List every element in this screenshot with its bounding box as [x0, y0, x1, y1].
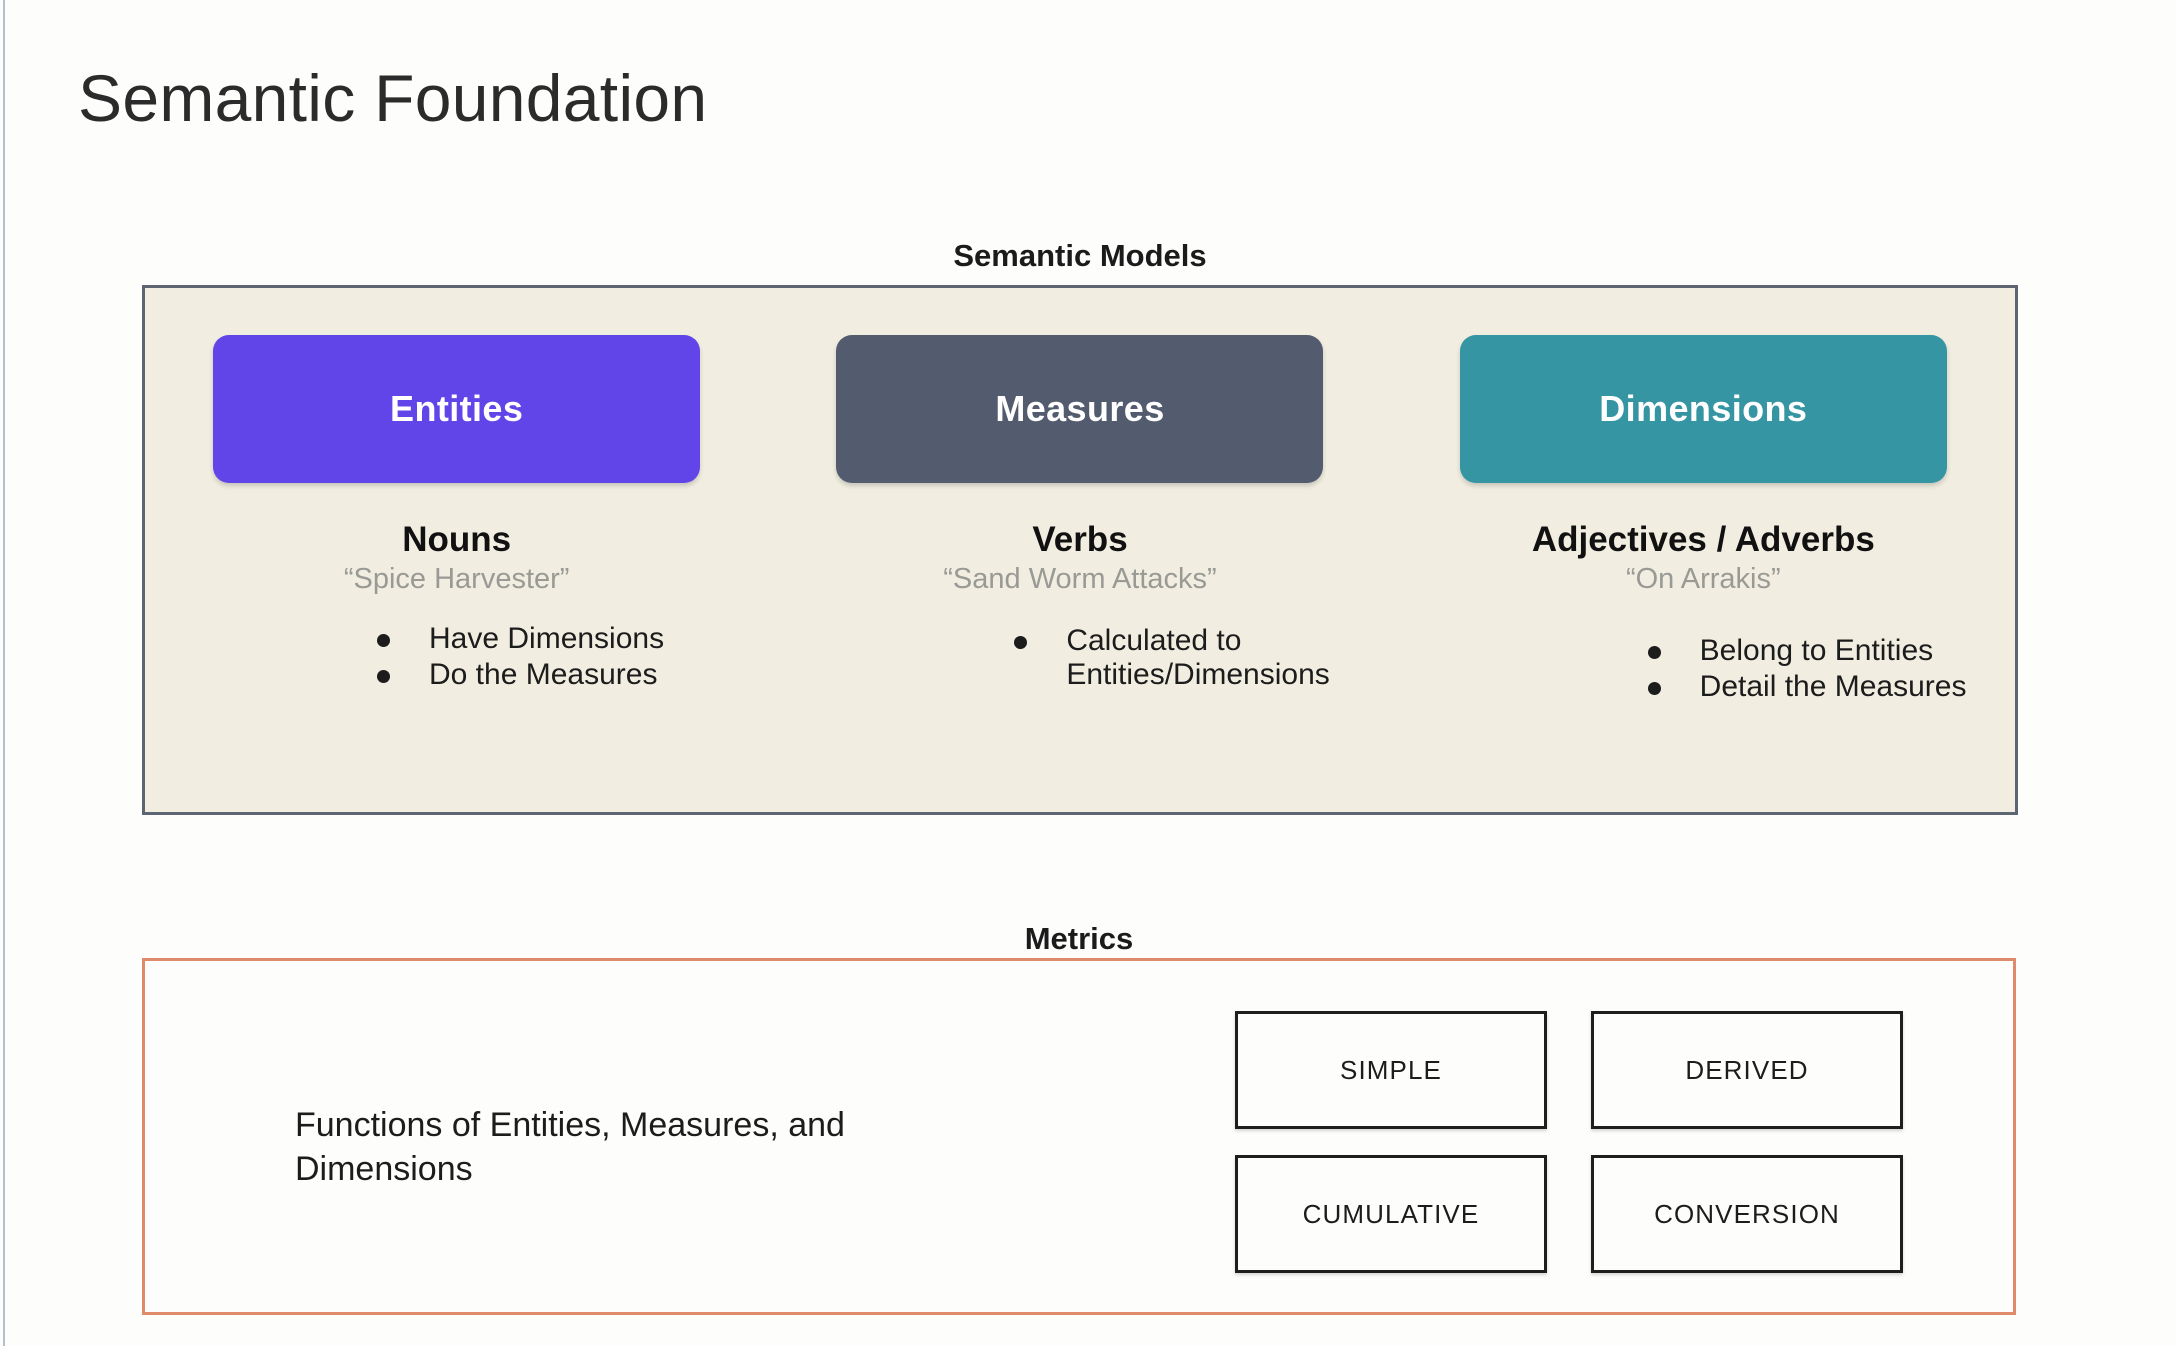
entities-pill[interactable]: Entities — [213, 335, 701, 483]
list-item-label: Belong to Entities — [1699, 633, 1934, 667]
dimensions-pill[interactable]: Dimensions — [1459, 335, 1947, 483]
metric-type-derived[interactable]: DERIVED — [1591, 1011, 1903, 1129]
metrics-panel: Functions of Entities, Measures, and Dim… — [142, 958, 2016, 1315]
measures-example: “Sand Worm Attacks” — [943, 562, 1217, 595]
bullet-dot-icon — [377, 669, 390, 683]
list-item-label: Have Dimensions — [429, 621, 665, 655]
metric-type-conversion[interactable]: CONVERSION — [1591, 1155, 1903, 1273]
semantic-models-panel: Entities Nouns “Spice Harvester” Have Di… — [142, 285, 2018, 815]
measures-bullet-list: Calculated to Entities/Dimensions — [768, 624, 1391, 694]
dimensions-example: “On Arrakis” — [1625, 562, 1781, 595]
bullet-dot-icon — [377, 633, 390, 647]
list-item-label: Do the Measures — [429, 657, 658, 691]
entities-example: “Spice Harvester” — [343, 562, 570, 595]
page-title: Semantic Foundation — [78, 61, 708, 135]
list-item: Have Dimensions — [353, 622, 768, 656]
list-item-label: Detail the Measures — [1699, 669, 1967, 703]
metrics-description: Functions of Entities, Measures, and Dim… — [295, 1106, 845, 1188]
semantic-models-caption: Semantic Models — [953, 238, 1207, 273]
list-item: Do the Measures — [353, 658, 768, 692]
bullet-dot-icon — [1647, 645, 1661, 659]
entities-part-of-speech: Nouns — [402, 520, 512, 559]
list-item: Calculated to Entities/Dimensions — [990, 624, 1391, 692]
measures-part-of-speech: Verbs — [1032, 520, 1128, 559]
semantic-column-measures: Measures Verbs “Sand Worm Attacks” Calcu… — [768, 288, 1391, 812]
semantic-column-entities: Entities Nouns “Spice Harvester” Have Di… — [145, 288, 768, 812]
list-item: Detail the Measures — [1624, 670, 2015, 704]
metric-type-cumulative[interactable]: CUMULATIVE — [1235, 1155, 1547, 1273]
list-item-label: Calculated to Entities/Dimensions — [1066, 623, 1330, 691]
dimensions-part-of-speech: Adjectives / Adverbs — [1531, 520, 1875, 559]
dimensions-bullet-list: Belong to Entities Detail the Measures — [1392, 634, 2015, 706]
metric-type-simple[interactable]: SIMPLE — [1235, 1011, 1547, 1129]
metric-type-grid: SIMPLE DERIVED CUMULATIVE CONVERSION — [1235, 1011, 1915, 1273]
left-edge-line — [3, 0, 5, 1346]
entities-bullet-list: Have Dimensions Do the Measures — [145, 622, 768, 694]
semantic-column-dimensions: Dimensions Adjectives / Adverbs “On Arra… — [1392, 288, 2015, 812]
semantic-models-columns: Entities Nouns “Spice Harvester” Have Di… — [145, 288, 2015, 812]
bullet-dot-icon — [1014, 635, 1028, 649]
bullet-dot-icon — [1647, 681, 1661, 695]
measures-pill[interactable]: Measures — [836, 335, 1324, 483]
list-item: Belong to Entities — [1624, 634, 2015, 668]
metrics-caption: Metrics — [1024, 921, 1134, 956]
